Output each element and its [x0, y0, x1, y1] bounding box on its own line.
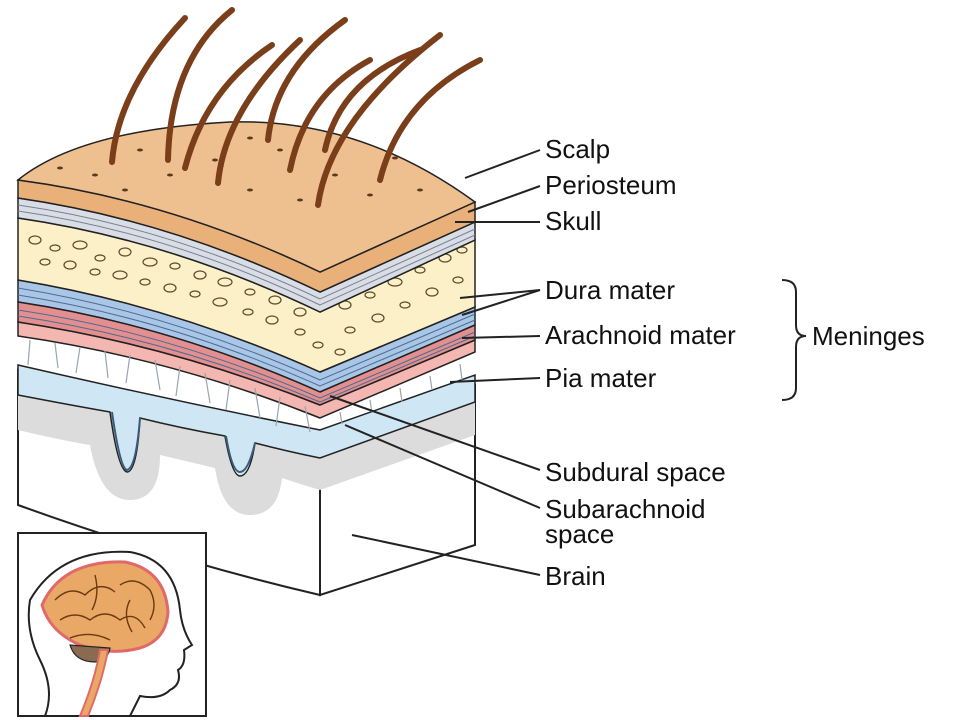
brain-block — [17, 364, 476, 597]
leader-subdural — [329, 395, 541, 471]
dura-fibers — [17, 287, 476, 403]
label-periosteum: Periosteum — [545, 170, 677, 200]
hairs — [109, 7, 483, 208]
arachnoid-trabeculae — [27, 339, 463, 433]
dura-red-layer — [17, 301, 476, 406]
meninges-brace — [781, 279, 807, 401]
leader-dura-2 — [461, 289, 541, 316]
inset-spinal-cord — [78, 649, 110, 717]
inset-brain-gyri — [54, 574, 155, 641]
leader-arachnoid — [461, 335, 541, 339]
pia-layer — [17, 364, 476, 477]
hair-follicle-dots — [57, 136, 423, 202]
skull-cancellous-pores — [28, 235, 468, 356]
label-scalp: Scalp — [545, 134, 610, 164]
periosteum-fibers — [17, 204, 476, 306]
label-skull: Skull — [545, 206, 601, 236]
sulcus-right — [225, 435, 256, 474]
layer-stack — [16, 121, 477, 433]
leader-scalp — [464, 149, 541, 179]
leader-subarachnoid — [344, 424, 541, 509]
leader-pia — [449, 377, 541, 383]
leader-lines — [329, 149, 807, 576]
labels: Scalp Periosteum Skull Dura mater Arachn… — [545, 134, 925, 591]
inset-meninges-outline — [40, 560, 170, 653]
label-pia-mater: Pia mater — [545, 363, 657, 393]
label-dura-mater: Dura mater — [545, 275, 675, 305]
label-meninges: Meninges — [812, 321, 925, 351]
leader-dura-1 — [459, 289, 541, 299]
label-subarachnoid-line2: space — [545, 519, 614, 549]
label-subarachnoid-line1: Subarachnoid — [545, 494, 705, 524]
inset-head-profile — [17, 532, 207, 717]
leader-brain — [351, 534, 541, 576]
sulcus-left — [111, 411, 141, 472]
label-brain: Brain — [545, 561, 606, 591]
label-subdural-space: Subdural space — [545, 457, 726, 487]
scalp-top-surface — [16, 121, 477, 273]
leader-periosteum — [467, 185, 541, 213]
label-arachnoid-mater: Arachnoid mater — [545, 320, 736, 350]
